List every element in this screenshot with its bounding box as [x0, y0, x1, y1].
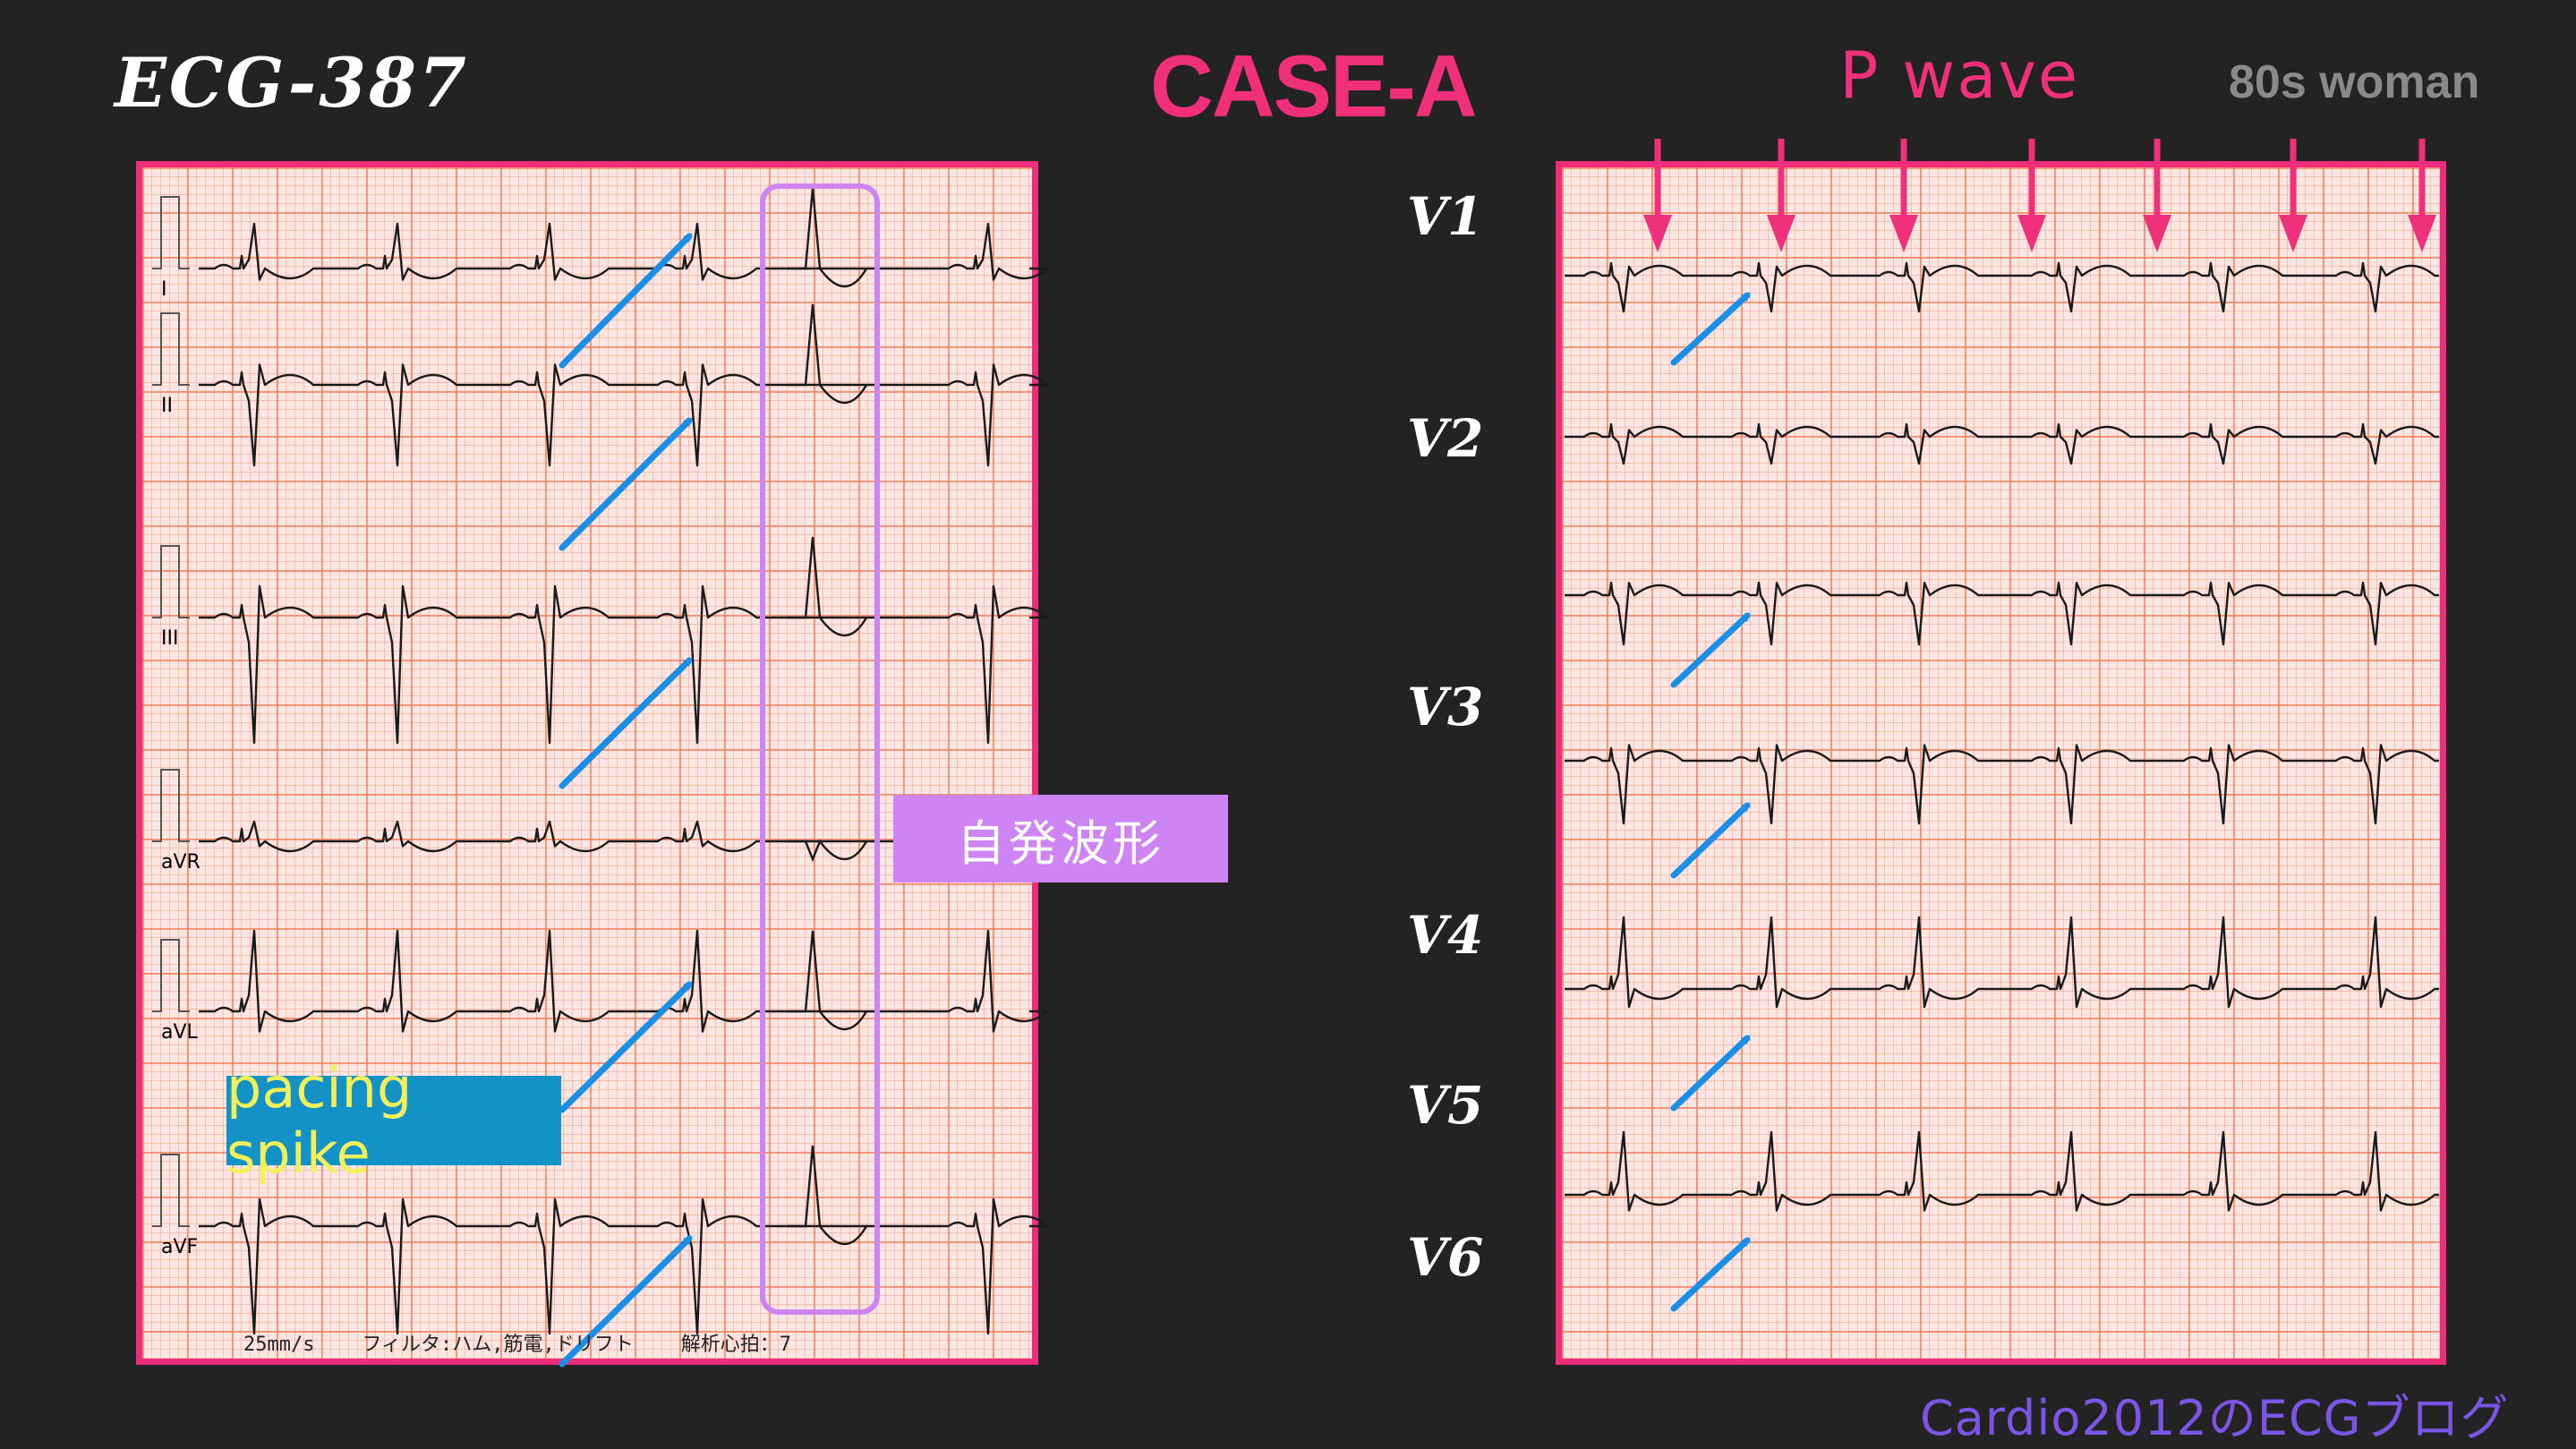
case-label: CASE-A — [1150, 37, 1478, 135]
chest-lead-label-3: V3 — [1407, 677, 1483, 737]
ecg-number-title: ECG-387 — [115, 43, 469, 123]
pacing-spike-arrow-1 — [559, 233, 693, 369]
p-wave-arrow-7 — [2408, 139, 2436, 252]
limb-lead-trace-6 — [199, 1198, 1049, 1335]
spontaneous-beat-highlight-box — [760, 183, 880, 1315]
spontaneous-beat-trace-6 — [788, 1145, 868, 1246]
p-wave-arrow-6 — [2279, 139, 2307, 252]
recording-settings-footer: 25mm/s フィルタ:ハム,筋電,ドリフト 解析心拍：7 — [243, 1334, 791, 1356]
limb-lead-label-1: I — [161, 278, 167, 301]
chest-lead-label-4: V4 — [1407, 905, 1483, 966]
pacing-spike-arrow-2 — [559, 417, 693, 551]
chest-lead-trace-3 — [1565, 581, 2439, 646]
pacing-spike-arrow-3 — [559, 657, 693, 789]
limb-lead-label-4: aVR — [161, 851, 200, 874]
spontaneous-beat-trace-3 — [788, 536, 868, 637]
p-wave-arrow-1 — [1643, 139, 1672, 252]
calibration-pulse-6 — [152, 1154, 190, 1227]
limb-lead-label-6: aVF — [161, 1236, 198, 1258]
pacing-spike-arrow-7 — [1670, 612, 1751, 688]
limb-lead-trace-5 — [199, 929, 1049, 1033]
spontaneous-waveform-label: 自発波形 — [893, 795, 1228, 882]
calibration-pulse-5 — [152, 939, 190, 1012]
pacing-spike-arrow-9 — [1670, 1035, 1751, 1112]
pacing-spike-arrow-6 — [1670, 292, 1751, 366]
limb-lead-label-5: aVL — [161, 1021, 199, 1044]
calibration-pulse-4 — [152, 769, 190, 842]
p-wave-arrow-2 — [1767, 139, 1796, 252]
chest-lead-label-1: V1 — [1407, 186, 1483, 247]
p-wave-label: P wave — [1839, 38, 2080, 113]
spontaneous-beat-trace-2 — [788, 303, 868, 405]
calibration-pulse-2 — [152, 312, 190, 386]
chest-lead-trace-5 — [1565, 916, 2439, 1009]
calibration-pulse-1 — [152, 196, 190, 269]
limb-lead-trace-3 — [199, 584, 1049, 745]
patient-label: 80s woman — [2229, 56, 2480, 108]
limb-lead-label-3: III — [161, 627, 178, 650]
chest-lead-label-5: V5 — [1407, 1075, 1483, 1136]
limb-lead-label-2: II — [161, 395, 173, 417]
pacing-spike-arrow-8 — [1670, 802, 1751, 879]
p-wave-arrow-5 — [2143, 139, 2171, 252]
chest-lead-trace-2 — [1565, 422, 2439, 465]
chest-lead-ecg-panel — [1556, 161, 2446, 1365]
chest-lead-trace-1 — [1565, 261, 2439, 313]
calibration-pulse-3 — [152, 545, 190, 618]
pacing-spike-arrow-5 — [559, 1235, 693, 1368]
pacing-spike-arrow-4 — [559, 981, 693, 1113]
pacing-spike-arrow-10 — [1670, 1237, 1751, 1312]
limb-lead-trace-1 — [199, 222, 1049, 281]
spontaneous-beat-trace-4 — [788, 839, 868, 863]
chest-lead-trace-6 — [1565, 1130, 2439, 1212]
chest-lead-label-6: V6 — [1407, 1227, 1483, 1288]
spontaneous-beat-trace-1 — [788, 187, 868, 288]
spontaneous-beat-trace-5 — [788, 930, 868, 1031]
limb-lead-trace-2 — [199, 363, 1049, 467]
blog-credit: Cardio2012のECGブログ — [1920, 1390, 2510, 1446]
p-wave-arrow-4 — [2017, 139, 2046, 252]
pacing-spike-label: pacing spike — [226, 1055, 561, 1186]
p-wave-arrow-3 — [1889, 139, 1918, 252]
chest-lead-label-2: V2 — [1407, 408, 1483, 469]
chest-lead-trace-4 — [1565, 744, 2439, 825]
